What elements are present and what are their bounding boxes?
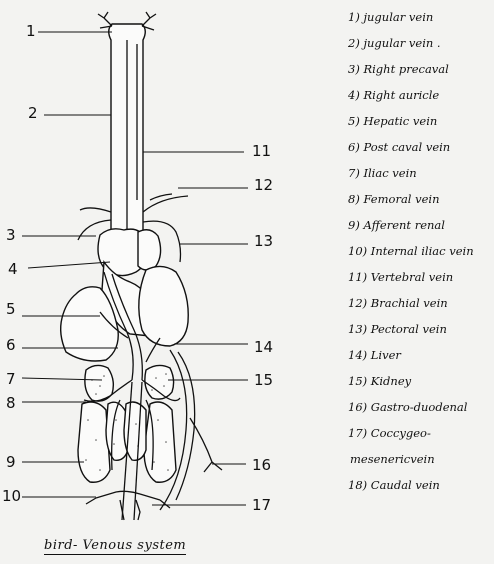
legend-item: 2) jugular vein .	[348, 36, 441, 50]
legend-item: 3) Right precaval	[348, 62, 449, 76]
brachial-pectoral-veins	[77, 193, 189, 263]
callout-14: 14	[254, 338, 274, 356]
legend-item: 9) Afferent renal	[348, 218, 445, 232]
legend-item: 11) Vertebral vein	[348, 270, 454, 284]
callout-15: 15	[254, 371, 274, 389]
callout-6: 6	[6, 336, 16, 354]
callout-17: 17	[252, 496, 272, 514]
legend-item: 12) Brachial vein	[348, 296, 448, 310]
callout-5: 5	[6, 300, 16, 318]
callout-16: 16	[252, 456, 272, 474]
jugular-veins	[97, 11, 157, 233]
callout-10: 10	[2, 487, 22, 505]
legend-item: 6) Post caval vein	[348, 140, 451, 154]
callout-3: 3	[6, 226, 16, 244]
legend-item: 8) Femoral vein	[348, 192, 440, 206]
legend-item: 1) jugular vein	[348, 10, 434, 24]
legend-item: 17) Coccygeo-	[348, 426, 431, 440]
legend-item: 14) Liver	[348, 348, 401, 362]
diagram-caption: bird- Venous system	[44, 538, 187, 555]
legend-item: 16) Gastro-duodenal	[348, 400, 468, 414]
legend-item: 15) Kidney	[348, 374, 412, 388]
leader-lines	[21, 31, 248, 506]
callout-4: 4	[8, 260, 18, 278]
callout-7: 7	[6, 370, 16, 388]
renal-veins	[83, 349, 223, 521]
callout-13: 13	[254, 232, 274, 250]
post-caval-vein	[99, 271, 161, 381]
callout-2: 2	[28, 104, 38, 122]
legend-item-continuation: mesenericvein	[350, 452, 435, 466]
legend-item: 4) Right auricle	[348, 88, 440, 102]
legend-item: 5) Hepatic vein	[348, 114, 438, 128]
callout-8: 8	[6, 394, 16, 412]
kidney-stipple	[85, 373, 169, 471]
callout-12: 12	[254, 176, 274, 194]
legend-item: 7) Iliac vein	[348, 166, 417, 180]
callout-9: 9	[6, 453, 16, 471]
legend-item: 10) Internal iliac vein	[348, 244, 474, 258]
callout-1: 1	[26, 22, 36, 40]
callout-11: 11	[252, 142, 272, 160]
legend-item: 18) Caudal vein	[348, 478, 440, 492]
liver	[59, 265, 189, 362]
legend-item: 13) Pectoral vein	[348, 322, 447, 336]
